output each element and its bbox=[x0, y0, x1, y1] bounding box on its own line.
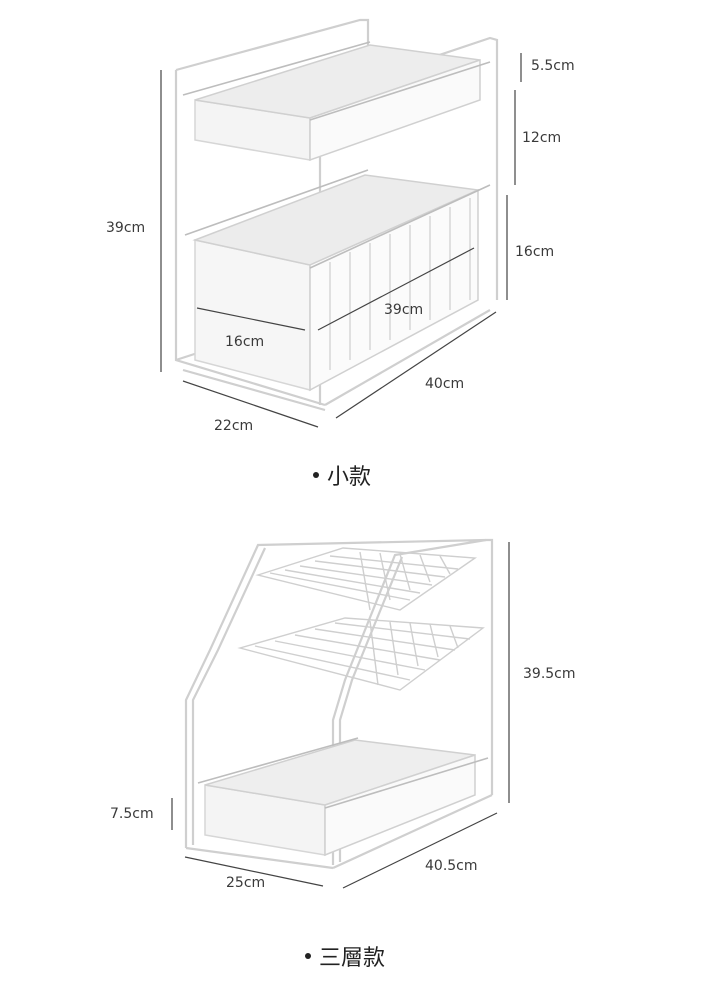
three-tier-depth-dim: 40.5cm bbox=[425, 858, 478, 874]
three-tier-bottom-drawer bbox=[197, 737, 489, 857]
small-width-dim: 22cm bbox=[214, 418, 254, 434]
three-tier-height-dim: 39.5cm bbox=[523, 666, 576, 682]
small-rack-image bbox=[160, 18, 522, 428]
small-rack-section: 5.5cm 12cm 16cm 39cm 39cm 16cm 40cm 22cm… bbox=[106, 18, 575, 491]
three-tier-dimension-lines bbox=[171, 542, 510, 889]
bullet-dot bbox=[313, 472, 319, 478]
small-inner-width-dim: 16cm bbox=[225, 334, 265, 350]
small-gap-dim: 12cm bbox=[522, 130, 562, 146]
three-tier-section: 39.5cm 7.5cm 40.5cm 25cm 三層款 bbox=[0, 500, 701, 1000]
three-tier-width-dim: 25cm bbox=[226, 875, 266, 891]
three-tier-caption-text: 三層款 bbox=[319, 946, 386, 971]
bullet-dot bbox=[305, 953, 311, 959]
three-tier-top-shelf bbox=[255, 547, 478, 611]
small-top-drawer bbox=[182, 41, 491, 162]
three-tier-middle-shelf bbox=[237, 617, 485, 691]
small-caption-text: 小款 bbox=[327, 465, 372, 490]
small-bottom-drawer-dim: 16cm bbox=[515, 244, 555, 260]
three-tier-rack-image bbox=[171, 538, 510, 889]
small-depth-dim: 40cm bbox=[425, 376, 465, 392]
small-bottom-drawer bbox=[184, 169, 491, 392]
small-top-drawer-dim: 5.5cm bbox=[531, 58, 575, 74]
three-tier-drawer-dim: 7.5cm bbox=[110, 806, 154, 822]
small-dimension-lines bbox=[160, 53, 522, 428]
small-caption: 小款 bbox=[313, 459, 371, 491]
three-tier-caption: 三層款 bbox=[305, 940, 385, 972]
small-inner-depth-dim: 39cm bbox=[384, 302, 424, 318]
small-height-dim: 39cm bbox=[106, 220, 146, 236]
